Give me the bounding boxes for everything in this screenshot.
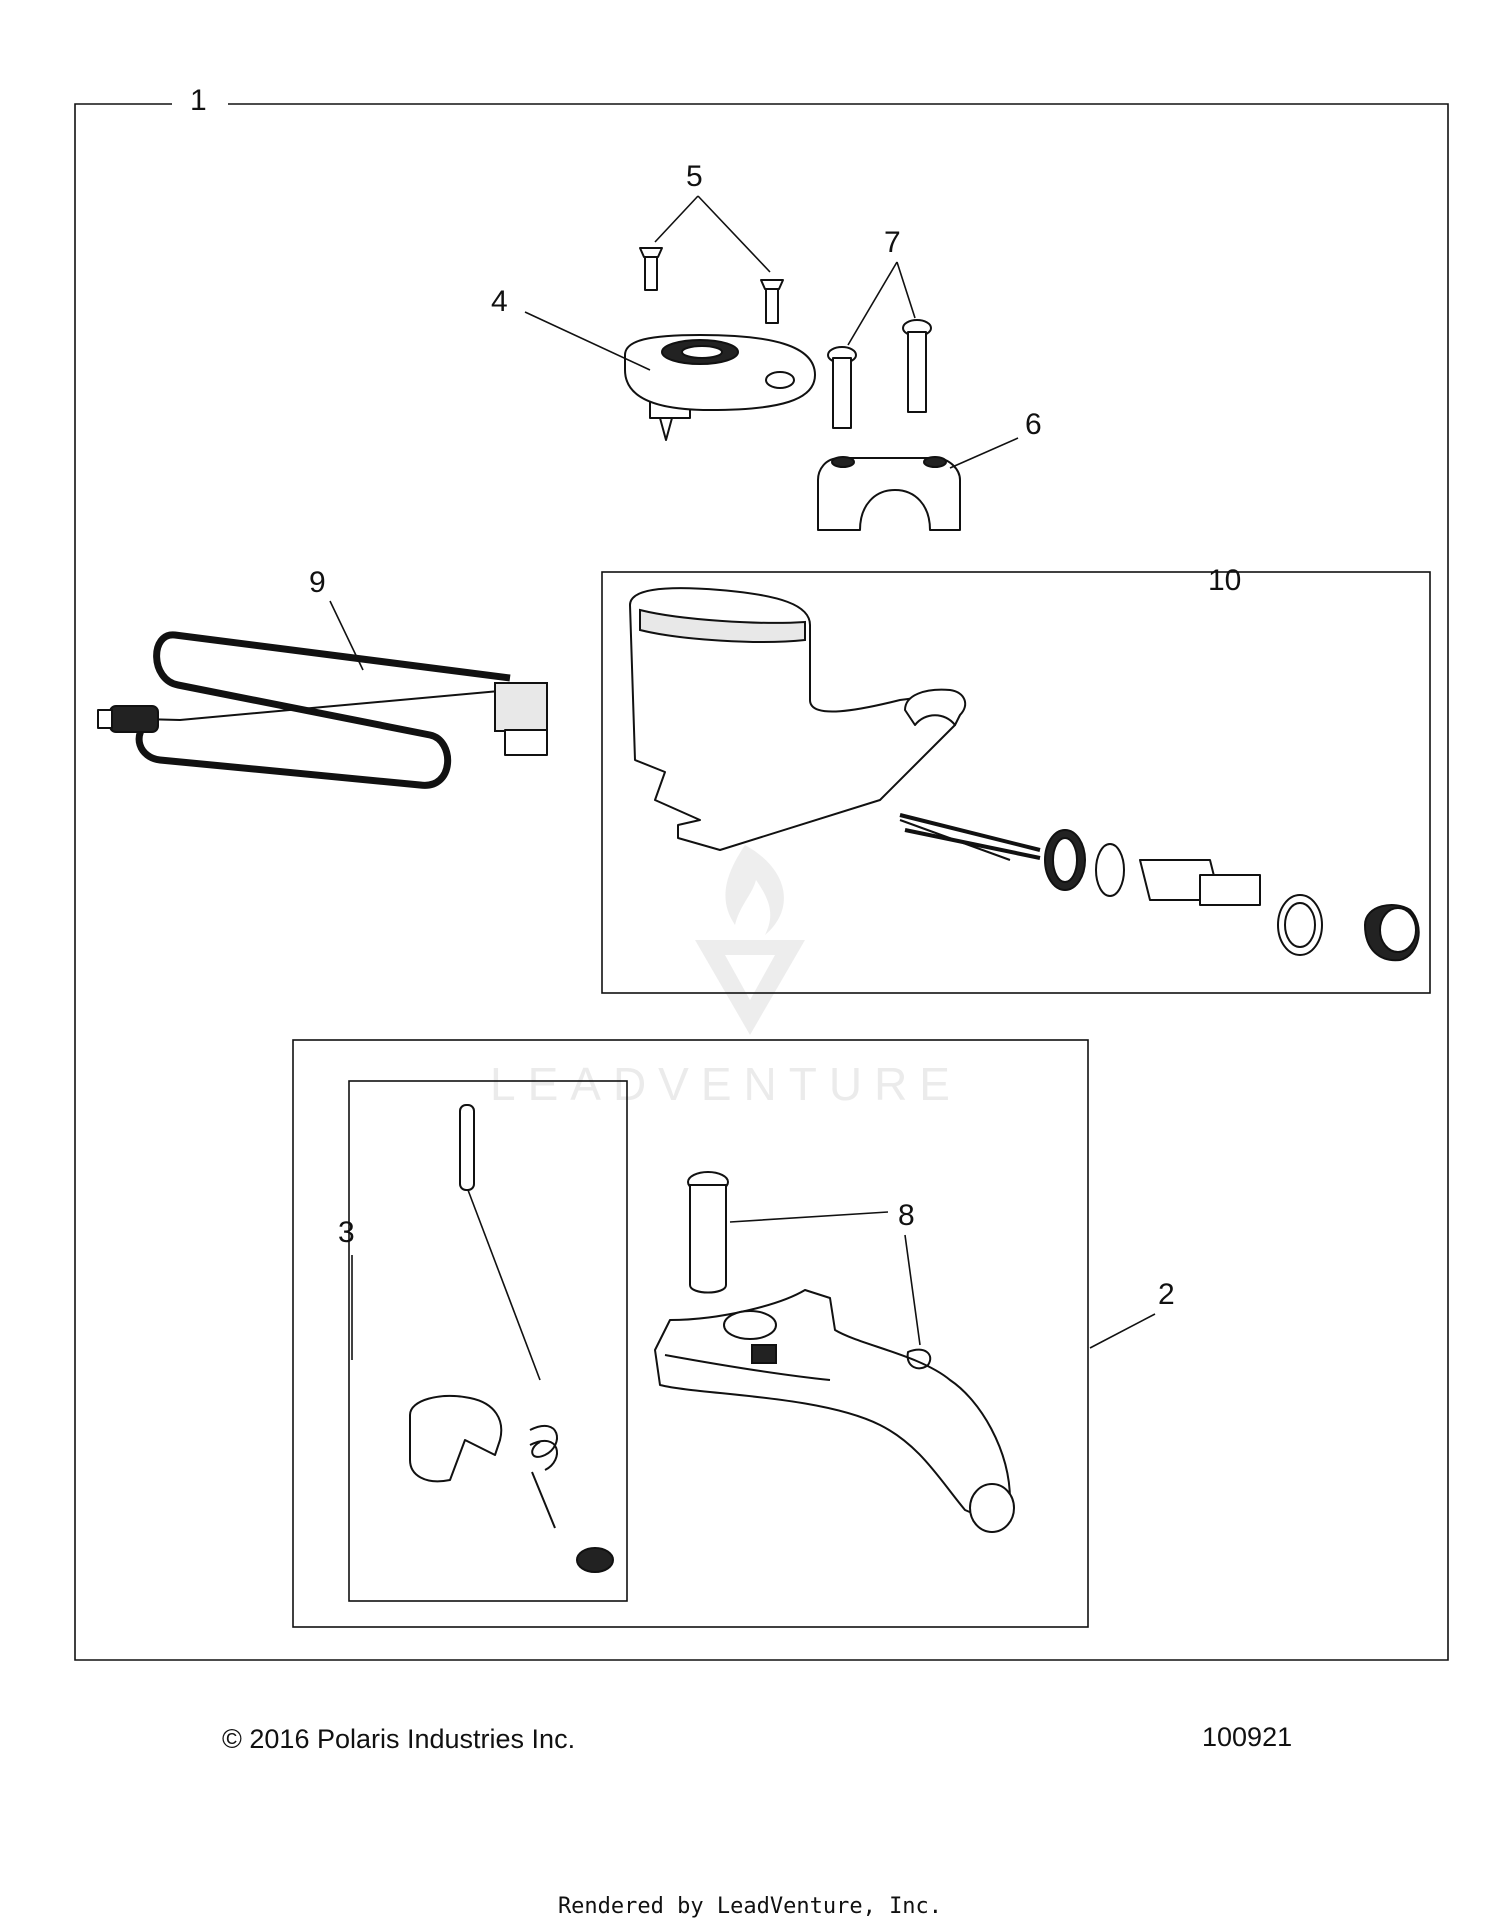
callout-8[interactable]: 8 [898,1199,915,1232]
part-5-screws[interactable] [639,247,784,324]
part-7-clamp-bolts[interactable] [827,319,932,429]
leader-5 [654,195,771,273]
callout-4[interactable]: 4 [491,285,508,318]
callout-3[interactable]: 3 [338,1216,355,1249]
callout-1[interactable]: 1 [190,84,207,117]
leader-6 [949,437,1019,469]
callout-9[interactable]: 9 [309,566,326,599]
part-2-lever[interactable] [654,1289,1015,1533]
part-10-master-cylinder[interactable] [629,587,1420,962]
callout-6[interactable]: 6 [1025,408,1042,441]
copyright-text: © 2016 Polaris Industries Inc. [222,1724,576,1754]
frame-3 [348,1080,628,1602]
part-8-pivot-pin[interactable] [687,1171,932,1370]
leadventure-watermark: LEADVENTURE [490,845,962,1110]
callout-10[interactable]: 10 [1208,564,1241,597]
callout-5[interactable]: 5 [686,160,703,193]
leader-8 [729,1211,921,1346]
callout-7[interactable]: 7 [884,226,901,259]
diagram-number: 100921 [1202,1722,1293,1752]
frame-10 [601,571,1431,994]
rendered-by-text: Rendered by LeadVenture, Inc. [557,1894,943,1919]
part-9-brake-switch[interactable] [97,631,548,789]
frame-2 [292,1039,1089,1628]
callout-2[interactable]: 2 [1158,1278,1175,1311]
leader-7 [847,261,916,346]
part-3-pivot-kit[interactable] [409,1104,614,1573]
leader-4 [524,311,651,371]
leader-9 [329,600,364,671]
outer-frame [74,103,1449,1661]
leader-2 [1089,1313,1156,1349]
part-6-clamp[interactable] [817,456,961,531]
watermark-text: LEADVENTURE [490,1058,962,1110]
part-4-reservoir-cover[interactable] [624,334,816,441]
